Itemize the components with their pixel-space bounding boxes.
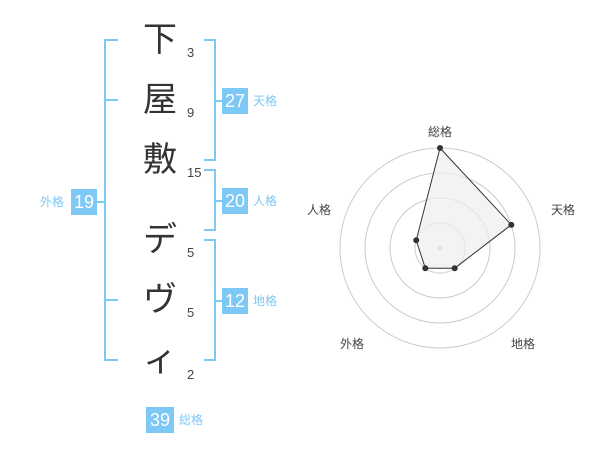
- radar-point-2: [508, 221, 515, 228]
- stroke-count-5: 5: [187, 305, 195, 320]
- radar-axis-label-chikaku: 地格: [511, 337, 536, 351]
- stroke-count-1: 3: [187, 45, 195, 60]
- name-char-2: 屋: [143, 80, 177, 120]
- radar-series-polygon: [415, 146, 513, 269]
- soukaku-label: 総格: [179, 413, 204, 427]
- name-char-3: 敷: [143, 140, 177, 180]
- soukaku-badge: 39: [146, 407, 174, 433]
- radar-point-3: [451, 265, 458, 272]
- radar-point-1: [437, 145, 443, 151]
- name-char-6: ィ: [143, 340, 177, 380]
- tenkaku-label: 天格: [253, 94, 278, 108]
- radar-point-5: [413, 237, 420, 244]
- tenkaku-badge: 27: [222, 88, 248, 114]
- name-char-4: デ: [143, 220, 177, 260]
- jinkaku-label: 人格: [253, 194, 278, 208]
- stroke-count-2: 9: [187, 105, 195, 120]
- stroke-count-3: 15: [187, 165, 202, 180]
- name-char-1: 下: [143, 20, 177, 60]
- gaikaku-badge: 19: [71, 189, 97, 215]
- radar-axis-label-soukaku: 総格: [428, 125, 453, 139]
- jinkaku-badge: 20: [222, 188, 248, 214]
- chikaku-badge: 12: [222, 288, 248, 314]
- radar-axis-label-jinkaku: 人格: [307, 203, 332, 217]
- radar-point-4: [422, 265, 429, 272]
- stroke-count-6: 2: [187, 367, 195, 382]
- gaikaku-label: 外格: [40, 195, 65, 209]
- name-char-5: ヴ: [143, 280, 177, 320]
- stroke-count-4: 5: [187, 245, 195, 260]
- radar-axis-label-tenkaku: 天格: [551, 203, 576, 217]
- radar-axis-label-gaikaku: 外格: [340, 337, 365, 351]
- chikaku-label: 地格: [253, 294, 278, 308]
